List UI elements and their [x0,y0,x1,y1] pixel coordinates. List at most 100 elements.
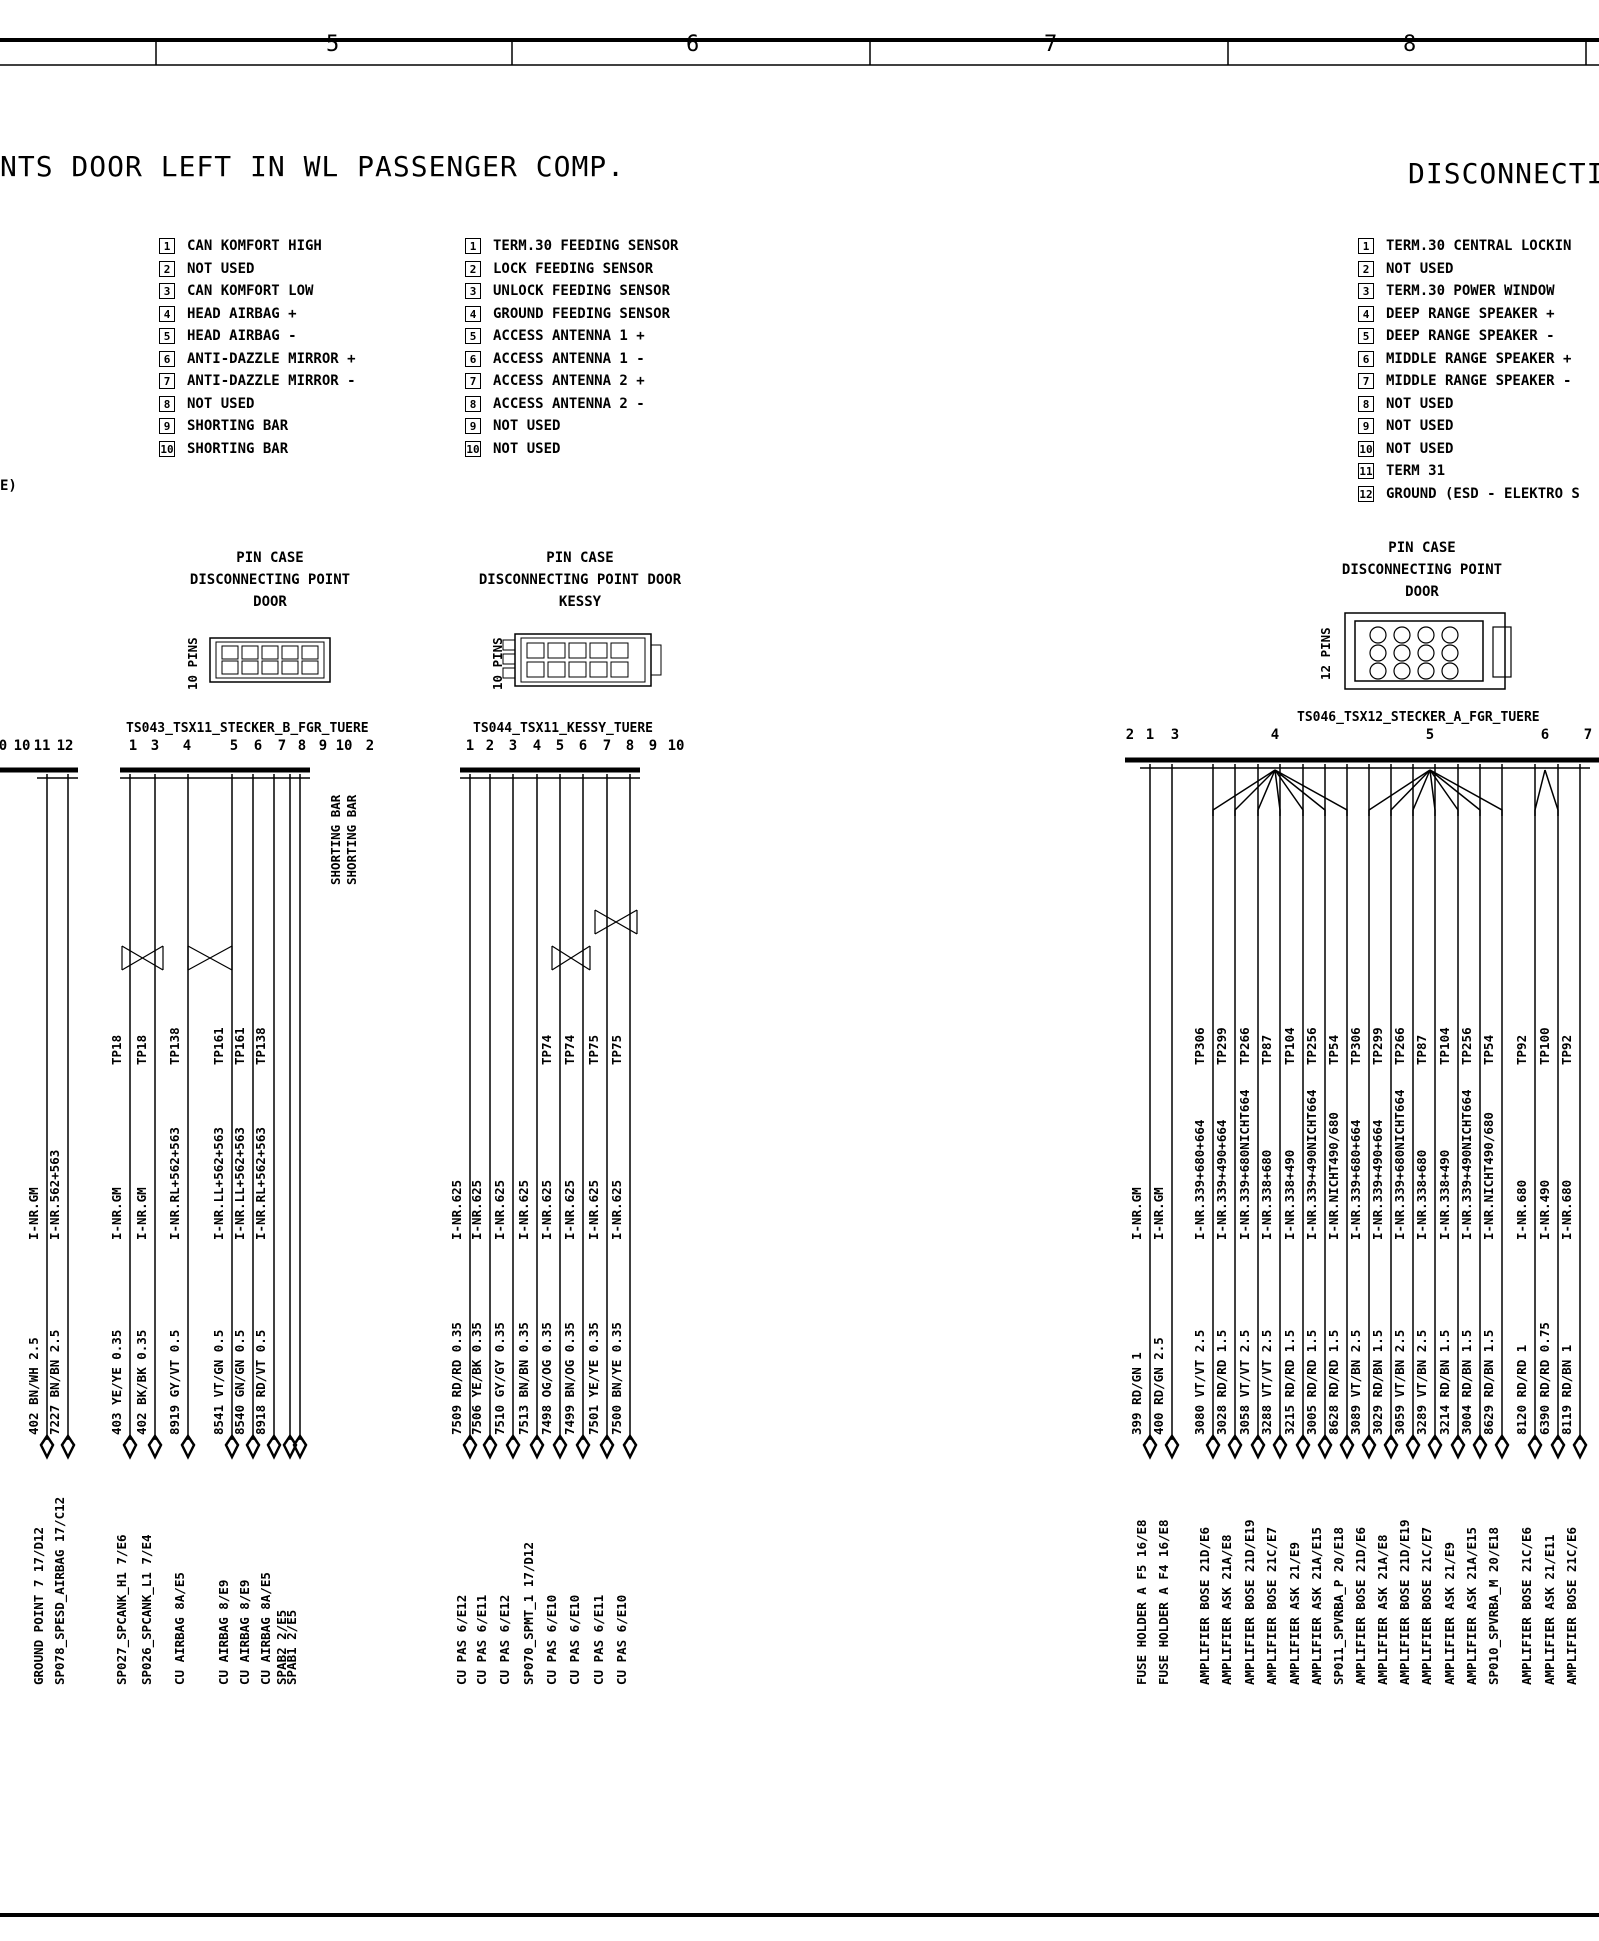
test-point-label: TP87 [1259,1034,1274,1065]
pin-number: 3 [150,738,160,754]
installation-number-label: I-NR.RL+562+563 [253,1127,268,1240]
test-point-label: TP18 [134,1034,149,1065]
caption-line: DISCONNECTING POINT DOOR [478,572,682,588]
pin-number: 1 [1145,727,1155,743]
pin-number: 5 [229,738,239,754]
test-point-label: TP75 [609,1034,624,1065]
destination-label: AMPLIFIER BOSE 21D/E6 [1353,1526,1368,1685]
twisted-pair-marker [121,945,164,971]
installation-number-label: I-NR.339+490+664 [1370,1119,1385,1240]
test-point-label: TP306 [1192,1027,1207,1065]
installation-number-label: I-NR.LL+562+563 [232,1127,247,1240]
wire-spec-label: 3059 VT/BN 2.5 [1392,1329,1407,1435]
pin-number: 6 [578,738,588,754]
wire-spec-label: 402 BK/BK 0.35 [134,1329,149,1435]
connector-housing-door-b [209,637,331,683]
destination-label: AMPLIFIER BOSE 21C/E7 [1264,1526,1279,1685]
caption-door-a: PIN CASE DISCONNECTING POINT DOOR [1322,537,1522,603]
pin-number: 7 [602,738,612,754]
wire-terminal [599,1433,615,1460]
pin-number: 4 [1270,727,1280,743]
destination-label: CU PAS 6/E11 [591,1594,606,1685]
pin-socket [1417,662,1435,680]
legend-pin-number: 2 [465,260,481,277]
legend-pin-number: 1 [1358,238,1374,255]
test-point-label: TP256 [1459,1027,1474,1065]
pin-number: 9 [648,738,658,754]
legend-pin-number: 10 [465,440,481,457]
destination-label: CU PAS 6/E10 [567,1594,582,1685]
splice-branch [1274,769,1348,816]
installation-number-label: I-NR.GM [134,1187,149,1240]
legend-pin-function: ACCESS ANTENNA 2 + [493,373,645,389]
caption-door-b: PIN CASE DISCONNECTING POINT DOOR [170,547,370,613]
wire-spec-label: 3005 RD/RD 1.5 [1304,1329,1319,1435]
legend-pin-function: NOT USED [187,260,255,277]
shorting-bar-label: SHORTING BAR [344,794,359,885]
installation-number-label: I-NR.562+563 [47,1149,62,1240]
connector-tab [502,667,516,679]
pin-number: 2 [485,738,495,754]
legend-pin-number: 7 [1358,373,1374,390]
wire-terminal [1164,1433,1180,1460]
connector-tab [650,644,662,676]
wire-spec-label: 8541 VT/GN 0.5 [211,1329,226,1435]
legend-pin-number: 3 [1358,283,1374,300]
splice-branch [1257,769,1276,816]
legend-pin-function: TERM 31 [1386,463,1446,479]
pin-socket [1393,662,1411,680]
legend-pin-number: 10 [159,440,175,457]
connector-housing-door-a [1344,612,1506,690]
pin-cell [547,642,566,659]
pin-cell [221,660,239,675]
installation-number-label: I-NR.GM [109,1187,124,1240]
test-point-label: TP138 [167,1027,182,1065]
installation-number-label: I-NR.RL+562+563 [167,1127,182,1240]
column-number-6: 6 [686,32,700,57]
pin-cell [241,645,259,660]
stray-label: E) [0,478,17,494]
wire-terminal [1450,1433,1466,1460]
wire-spec-label: 8540 GN/GN 0.5 [232,1329,247,1435]
wire-terminal [147,1433,163,1460]
installation-number-label: I-NR.339+680+664 [1192,1119,1207,1240]
legend-pin-number: 9 [465,418,481,435]
wire-spec-label: 3288 VT/VT 2.5 [1259,1329,1274,1435]
pin-number: 12 [56,738,74,754]
pin-socket [1393,626,1411,644]
caption-line: PIN CASE [1388,540,1456,556]
legend-pin-function: MIDDLE RANGE SPEAKER + [1386,350,1572,367]
legend-pin-function: ANTI-DAZZLE MIRROR - [187,373,356,389]
destination-label: SPAB1 2/E5 [284,1609,299,1685]
test-point-label: TP266 [1392,1027,1407,1065]
pin-number: 9 [318,738,328,754]
legend-pin-number: 4 [465,305,481,322]
installation-number-label: I-NR.NICHT490/680 [1326,1112,1341,1240]
installation-number-label: I-NR.338+490 [1282,1149,1297,1240]
connector-housing-kessy [514,633,652,687]
pin-socket [1441,644,1459,662]
installation-number-label: I-NR.GM [1151,1187,1166,1240]
pin-number: 1 [465,738,475,754]
wire-terminal [1527,1433,1543,1460]
legend-pin-number: 5 [159,328,175,345]
wire-spec-label: 7509 RD/RD 0.35 [449,1322,464,1435]
pin-cell [301,660,319,675]
test-point-label: TP104 [1437,1027,1452,1065]
installation-number-label: I-NR.625 [586,1179,601,1240]
wire-terminal [224,1433,240,1460]
installation-number-label: I-NR.NICHT490/680 [1481,1112,1496,1240]
installation-number-label: I-NR.339+490NICHT664 [1459,1089,1474,1240]
pin-cell [526,661,545,678]
installation-number-label: I-NR.680 [1559,1179,1574,1240]
installation-number-label: I-NR.339+680NICHT664 [1237,1089,1252,1240]
wire-terminal [1339,1433,1355,1460]
pin-cell [610,642,629,659]
installation-number-label: I-NR.625 [562,1179,577,1240]
